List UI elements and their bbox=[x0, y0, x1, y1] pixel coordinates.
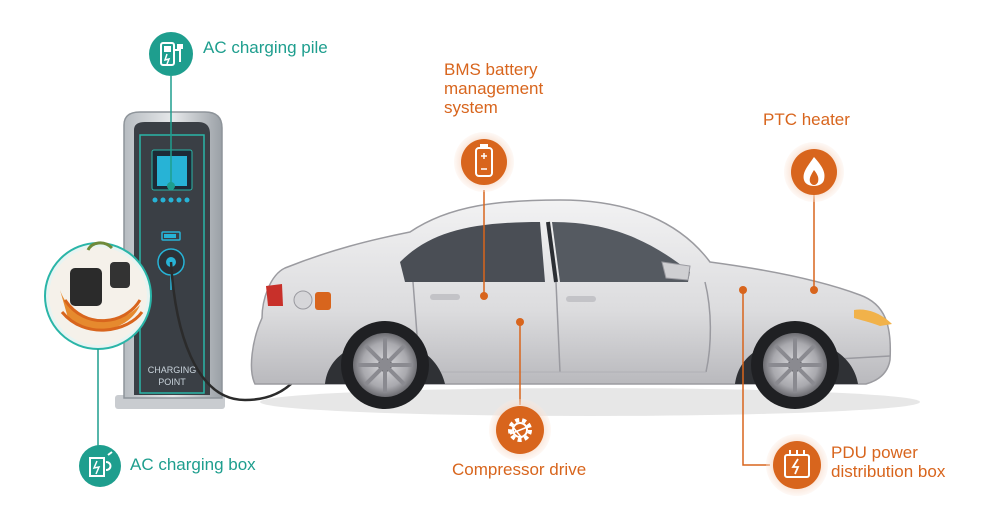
compressor-drive-label: Compressor drive bbox=[452, 460, 586, 479]
rear-wheel bbox=[341, 321, 429, 409]
battery-icon bbox=[454, 132, 514, 192]
charging-box-inset bbox=[45, 243, 151, 349]
charging-station-icon bbox=[149, 32, 193, 76]
ac-charging-pile-label: AC charging pile bbox=[203, 38, 328, 57]
flame-icon bbox=[784, 142, 844, 202]
charging-plug-icon bbox=[79, 445, 121, 487]
station-text-line1: CHARGING bbox=[148, 365, 197, 375]
ac-charging-box-label: AC charging box bbox=[130, 455, 256, 474]
ptc-heater-label: PTC heater bbox=[763, 110, 850, 129]
pdu-label: PDU power distribution box bbox=[831, 443, 945, 481]
station-text-line2: POINT bbox=[158, 377, 186, 387]
front-wheel bbox=[751, 321, 839, 409]
bms-label: BMS battery management system bbox=[444, 60, 543, 117]
gear-icon bbox=[489, 399, 551, 461]
distribution-box-icon bbox=[766, 434, 828, 496]
car bbox=[251, 200, 892, 409]
